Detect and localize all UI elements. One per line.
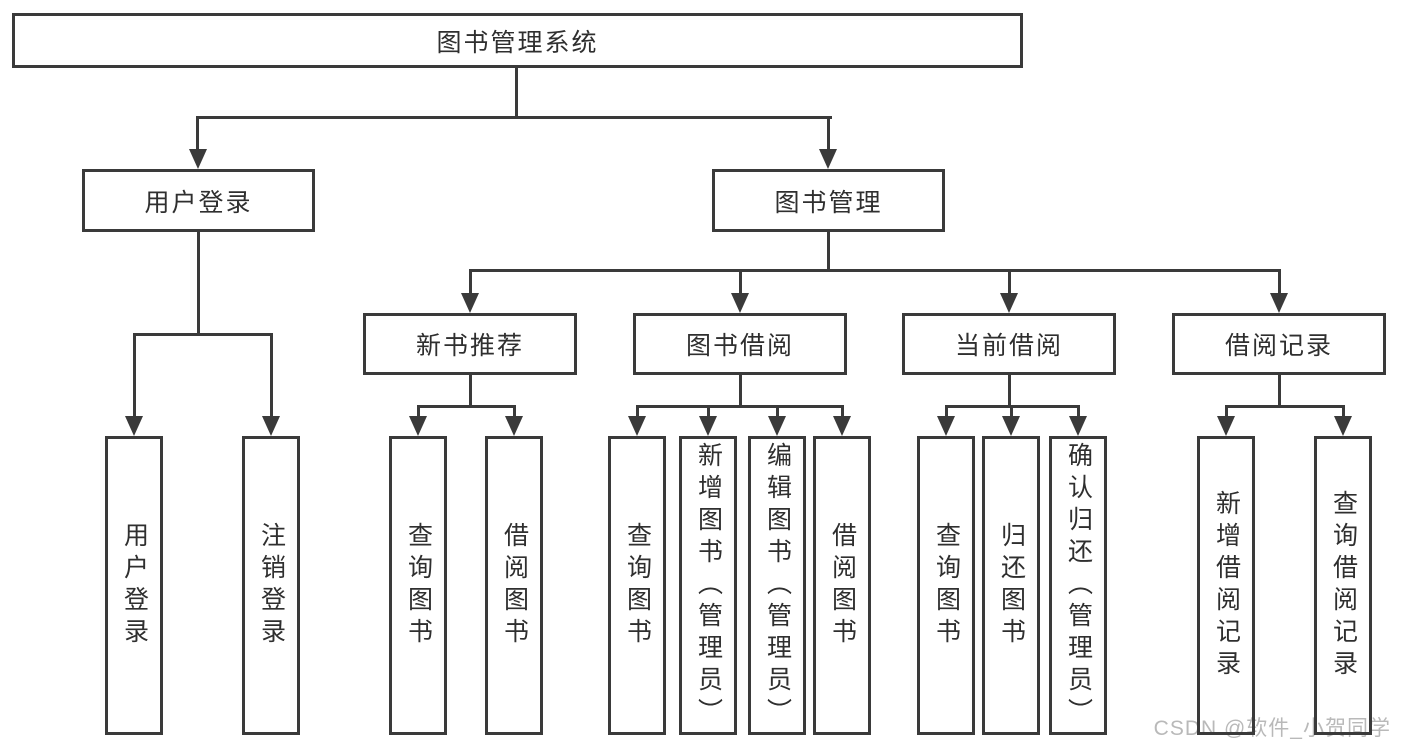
arrow-down-icon [937, 416, 955, 436]
node-label: 新增图书（管理员） [694, 441, 723, 730]
connector-line [515, 68, 518, 118]
leaf-user-login: 用户登录 [105, 436, 163, 735]
node-label: 查询图书 [404, 521, 433, 650]
connector-line [133, 333, 273, 336]
node-label: 新书推荐 [415, 332, 524, 360]
connector-line [469, 269, 472, 295]
node-new-book-recommend: 新书推荐 [363, 313, 577, 375]
node-label: 借阅图书 [500, 521, 529, 650]
arrow-down-icon [461, 293, 479, 313]
connector-line [739, 269, 742, 295]
node-label: 当前借阅 [954, 332, 1063, 360]
node-label: 归还图书 [997, 521, 1026, 650]
node-user-login: 用户登录 [82, 169, 315, 232]
arrow-down-icon [125, 416, 143, 436]
connector-line [417, 405, 516, 408]
leaf-add-books-admin: 新增图书（管理员） [679, 436, 737, 735]
leaf-edit-books-admin: 编辑图书（管理员） [748, 436, 806, 735]
node-label: 图书管理系统 [436, 28, 599, 57]
connector-line [1225, 405, 1228, 418]
arrow-down-icon [833, 416, 851, 436]
arrow-down-icon [699, 416, 717, 436]
arrow-down-icon [189, 149, 207, 169]
arrow-down-icon [1002, 416, 1020, 436]
connector-line [196, 116, 199, 152]
node-label: 查询图书 [623, 521, 652, 650]
node-book-management: 图书管理 [712, 169, 945, 232]
connector-line [469, 269, 1281, 272]
arrow-down-icon [768, 416, 786, 436]
node-label: 用户登录 [120, 521, 149, 650]
node-label: 确认归还（管理员） [1064, 441, 1093, 730]
node-current-borrowing: 当前借阅 [902, 313, 1116, 375]
connector-line [270, 333, 273, 418]
arrow-down-icon [819, 149, 837, 169]
connector-line [636, 405, 639, 418]
connector-line [1278, 269, 1281, 295]
connector-line [1008, 269, 1011, 295]
leaf-query-books: 查询图书 [389, 436, 447, 735]
node-label: 查询借阅记录 [1329, 489, 1358, 682]
arrow-down-icon [1270, 293, 1288, 313]
connector-line [196, 116, 832, 119]
node-label: 借阅记录 [1224, 332, 1333, 360]
connector-line [739, 375, 742, 408]
node-label: 查询图书 [932, 521, 961, 650]
connector-line [776, 405, 779, 418]
arrow-down-icon [731, 293, 749, 313]
leaf-borrow-books: 借阅图书 [813, 436, 871, 735]
connector-line [827, 116, 830, 152]
leaf-confirm-return-admin: 确认归还（管理员） [1049, 436, 1107, 735]
connector-line [1010, 405, 1013, 418]
node-root: 图书管理系统 [12, 13, 1023, 68]
node-label: 注销登录 [257, 521, 286, 650]
connector-line [945, 405, 948, 418]
connector-line [197, 232, 200, 336]
arrow-down-icon [1069, 416, 1087, 436]
arrow-down-icon [262, 416, 280, 436]
node-label: 借阅图书 [828, 521, 857, 650]
leaf-query-books: 查询图书 [917, 436, 975, 735]
node-label: 图书借阅 [685, 332, 794, 360]
connector-line [1077, 405, 1080, 418]
connector-line [417, 405, 420, 418]
leaf-query-borrow-record: 查询借阅记录 [1314, 436, 1372, 735]
node-label: 用户登录 [144, 188, 253, 217]
connector-line [1008, 375, 1011, 408]
arrow-down-icon [1334, 416, 1352, 436]
leaf-return-books: 归还图书 [982, 436, 1040, 735]
connector-line [827, 232, 830, 272]
arrow-down-icon [1217, 416, 1235, 436]
node-label: 图书管理 [774, 188, 883, 217]
arrow-down-icon [505, 416, 523, 436]
connector-line [1342, 405, 1345, 418]
node-label: 新增借阅记录 [1212, 489, 1241, 682]
arrow-down-icon [1000, 293, 1018, 313]
connector-line [636, 405, 844, 408]
connector-line [841, 405, 844, 418]
connector-line [133, 333, 136, 418]
connector-line [1225, 405, 1344, 408]
leaf-logout: 注销登录 [242, 436, 300, 735]
connector-line [1278, 375, 1281, 408]
connector-line [513, 405, 516, 418]
connector-line [707, 405, 710, 418]
node-label: 编辑图书（管理员） [763, 441, 792, 730]
arrow-down-icon [628, 416, 646, 436]
leaf-query-books: 查询图书 [608, 436, 666, 735]
connector-line [469, 375, 472, 408]
node-book-borrowing: 图书借阅 [633, 313, 847, 375]
node-borrowing-records: 借阅记录 [1172, 313, 1386, 375]
leaf-add-borrow-record: 新增借阅记录 [1197, 436, 1255, 735]
arrow-down-icon [409, 416, 427, 436]
leaf-borrow-books: 借阅图书 [485, 436, 543, 735]
